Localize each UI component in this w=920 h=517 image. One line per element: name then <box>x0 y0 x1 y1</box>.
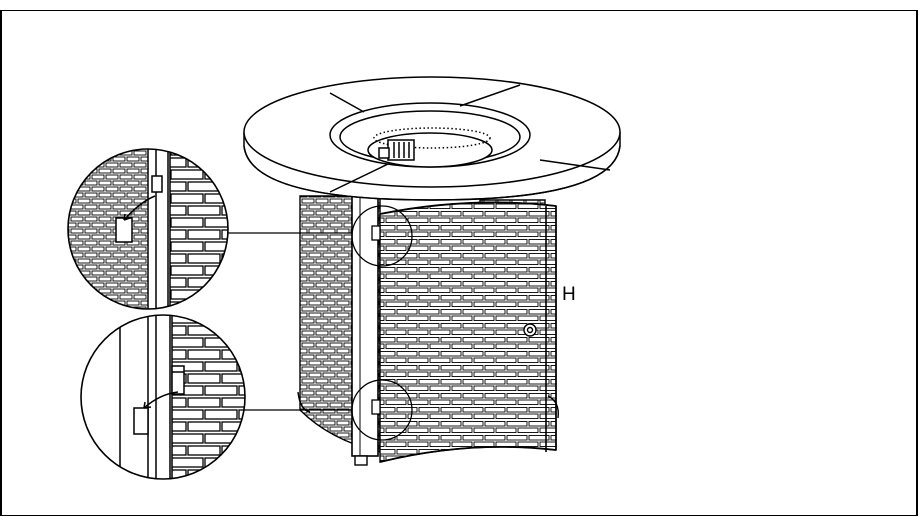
table-top <box>243 76 621 201</box>
detail-inset-bottom <box>80 314 246 480</box>
leader-lines <box>228 232 352 411</box>
fire-pit-body <box>297 195 559 466</box>
part-label-h: H <box>562 284 576 305</box>
page-border <box>0 10 918 516</box>
detail-inset-top <box>67 148 229 310</box>
